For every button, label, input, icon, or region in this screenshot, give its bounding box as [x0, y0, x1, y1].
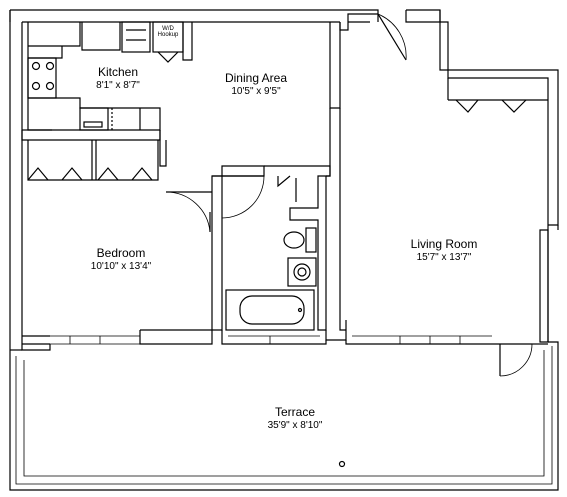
kitchen-label: Kitchen 8'1" x 8'7" — [96, 65, 140, 91]
wd-label-line1: W/D — [162, 26, 174, 32]
bathroom-fixtures — [225, 227, 317, 331]
kitchen-area — [27, 21, 193, 131]
bedroom-dimensions: 10'10" x 13'4" — [90, 260, 152, 272]
bedroom-name: Bedroom — [96, 246, 146, 260]
bedroom-label: Bedroom 10'10" x 13'4" — [90, 246, 152, 272]
doors — [165, 13, 548, 377]
terrace-name: Terrace — [274, 405, 315, 419]
kitchen-dimensions: 8'1" x 8'7" — [96, 79, 140, 91]
living-room-dimensions: 15'7" x 13'7" — [416, 251, 472, 263]
kitchen-name: Kitchen — [97, 65, 139, 79]
living-room-label: Living Room 15'7" x 13'7" — [410, 237, 478, 263]
dining-dimensions: 10'5" x 9'5" — [231, 85, 281, 97]
interior-walls — [21, 22, 449, 341]
dining-label: Dining Area 10'5" x 9'5" — [224, 71, 288, 97]
wd-label-line2: Hookup — [157, 32, 179, 38]
terrace-label: Terrace 35'9" x 8'10" — [267, 405, 323, 431]
terrace-wall — [22, 329, 548, 345]
bedroom-closets — [27, 140, 159, 181]
living-room-name: Living Room — [410, 237, 478, 251]
wd-hookup-label: W/D Hookup — [155, 26, 181, 38]
terrace-dimensions: 35'9" x 8'10" — [267, 419, 323, 431]
dining-name: Dining Area — [224, 71, 288, 85]
terrace-outline — [9, 341, 559, 491]
